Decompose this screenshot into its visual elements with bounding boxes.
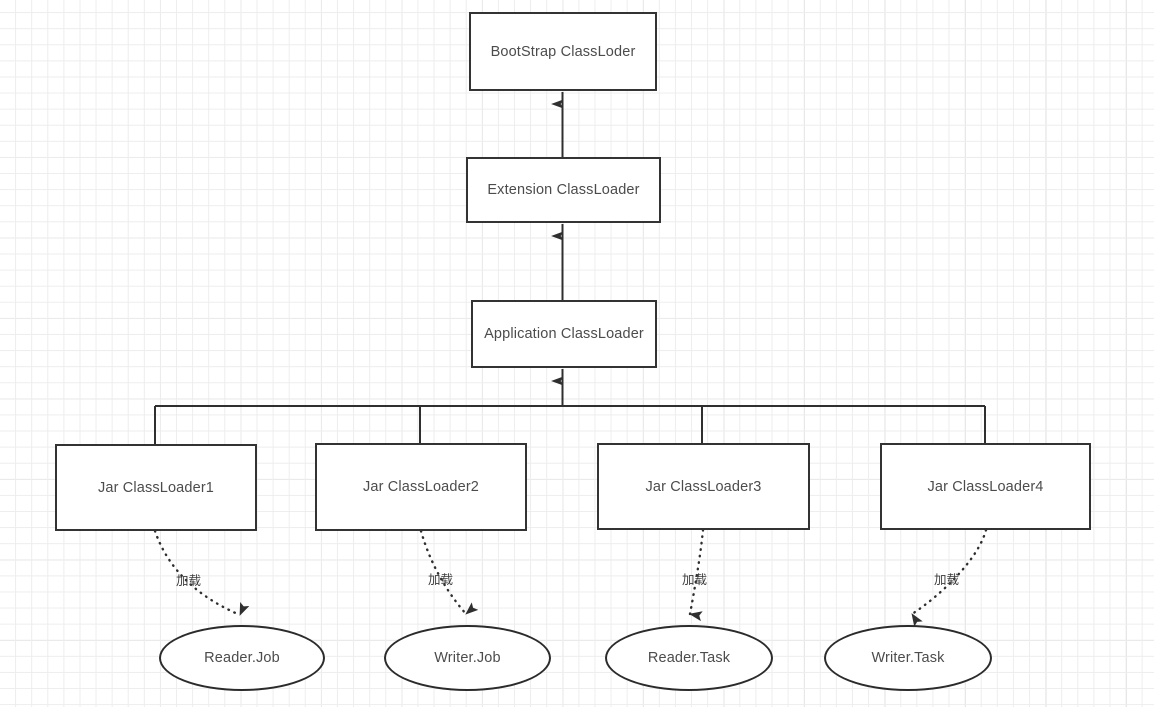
node-reader-job[interactable]: Reader.Job	[159, 625, 325, 691]
node-writer-task[interactable]: Writer.Task	[824, 625, 992, 691]
node-label: Reader.Task	[647, 650, 731, 666]
node-label: Writer.Job	[434, 650, 501, 666]
node-jar-classloader4[interactable]: Jar ClassLoader4	[880, 443, 1091, 530]
node-jar-classloader3[interactable]: Jar ClassLoader3	[597, 443, 810, 530]
edge-label-jar3-load: 加载	[682, 572, 708, 587]
node-label: Writer.Task	[871, 650, 945, 666]
node-extension-classloader[interactable]: Extension ClassLoader	[466, 157, 661, 223]
edge-label-jar1-load: 加载	[176, 573, 202, 588]
node-jar-classloader2[interactable]: Jar ClassLoader2	[315, 443, 527, 531]
edge-jarbus-to-application	[154, 369, 986, 444]
node-label: Jar ClassLoader1	[97, 479, 215, 496]
node-writer-job[interactable]: Writer.Job	[384, 625, 551, 691]
node-label: Reader.Job	[204, 650, 280, 666]
node-label: BootStrap ClassLoder	[490, 43, 636, 60]
node-label: Jar ClassLoader2	[362, 479, 480, 495]
edge-label-jar2-load: 加载	[428, 572, 454, 587]
node-label: Jar ClassLoader3	[645, 478, 762, 495]
node-bootstrap-classloader[interactable]: BootStrap ClassLoder	[469, 12, 657, 91]
edge-label-jar4-load: 加载	[934, 572, 960, 587]
node-label: Extension ClassLoader	[487, 182, 640, 198]
node-label: Application ClassLoader	[484, 326, 644, 342]
node-label: Jar ClassLoader4	[927, 478, 1044, 495]
node-reader-task[interactable]: Reader.Task	[605, 625, 773, 691]
node-application-classloader[interactable]: Application ClassLoader	[471, 300, 657, 368]
node-jar-classloader1[interactable]: Jar ClassLoader1	[55, 444, 257, 531]
